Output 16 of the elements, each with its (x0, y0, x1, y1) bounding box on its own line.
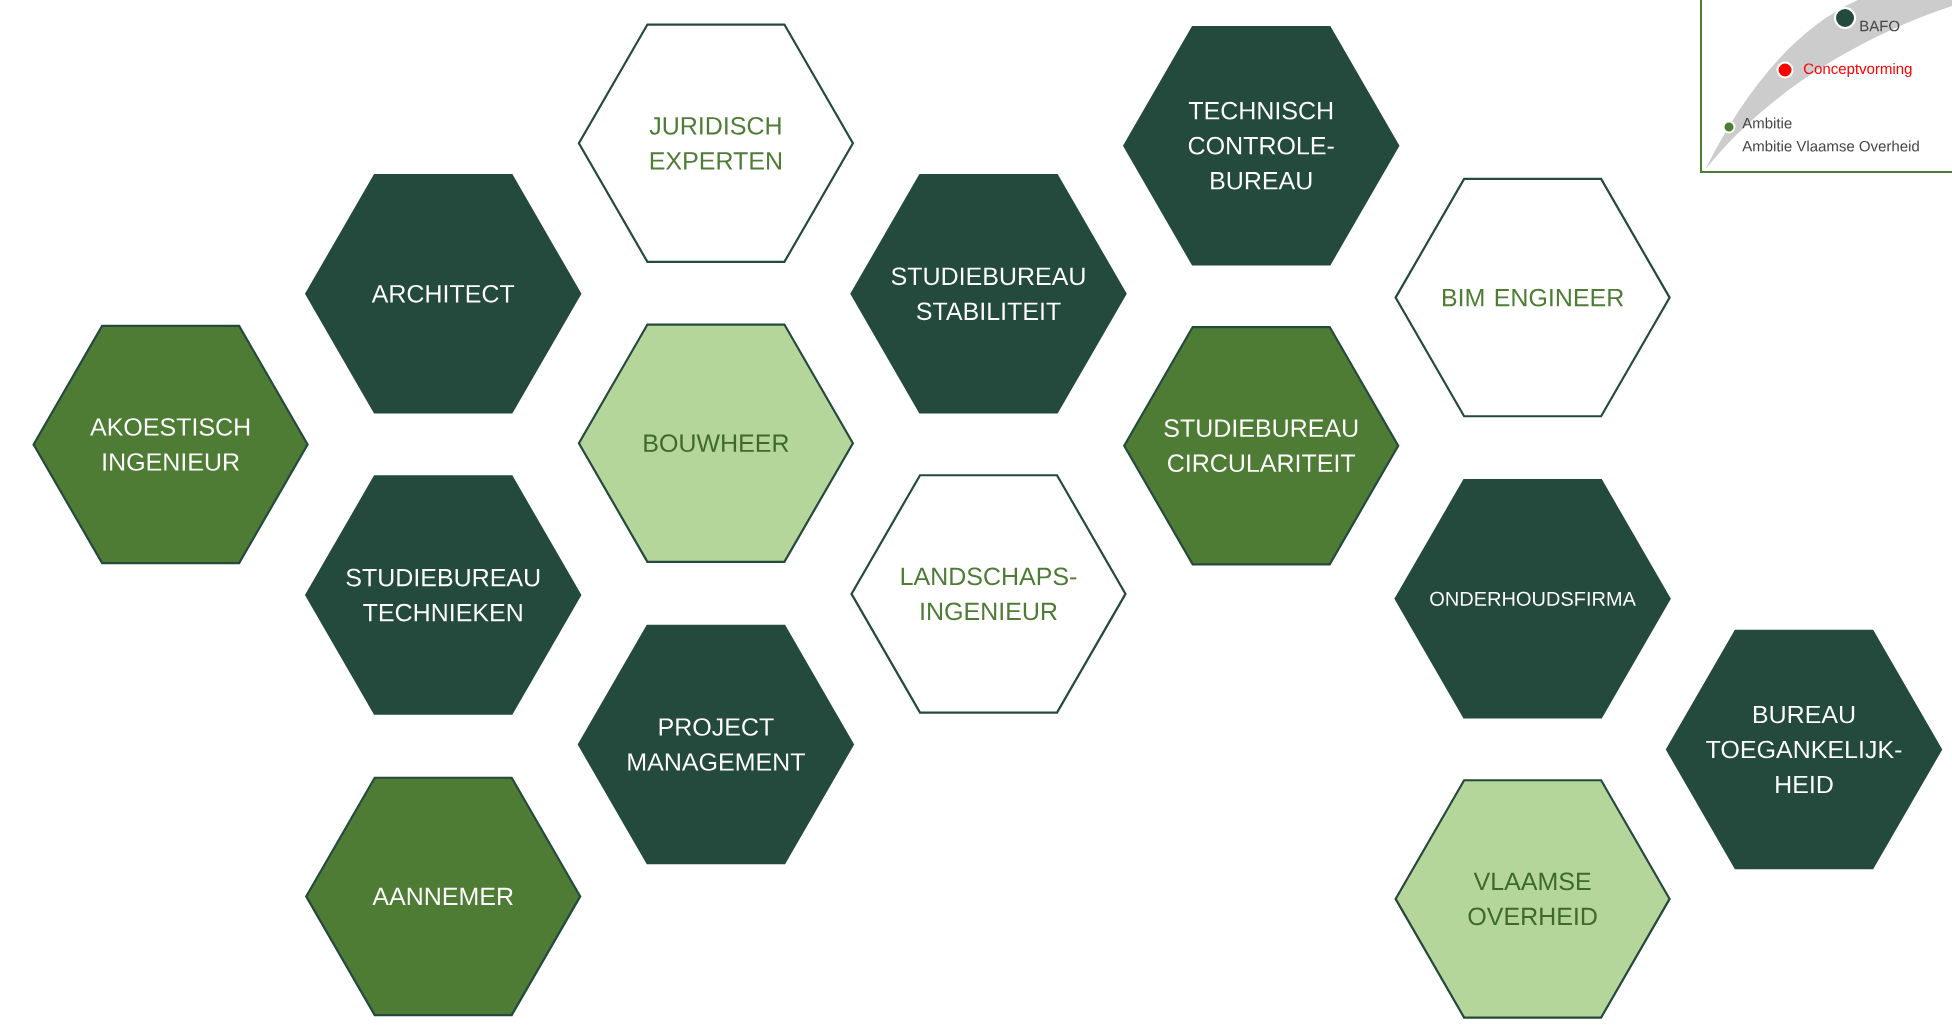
hexagon: TECHNISCH CONTROLE-BUREAU (1122, 25, 1400, 266)
hexagon: VLAAMSE OVERHEID (1394, 779, 1671, 1019)
hexagon: AKOESTISCH INGENIEUR (32, 324, 309, 565)
hexagon: BIM ENGINEER (1394, 177, 1671, 418)
hexagon: LANDSCHAPS-INGENIEUR (850, 474, 1127, 714)
legend-label: Ambitie (1742, 117, 1792, 129)
legend-label: Conceptvorming (1804, 63, 1912, 77)
hexagon: AANNEMER (304, 776, 582, 1017)
hexagon: STUDIEBUREAU TECHNIEKEN (304, 475, 582, 715)
note-text: Ambitie Vlaamse Overheid (1742, 140, 1919, 152)
hexagon: STUDIEBUREAU CIRCULARITEIT (1122, 325, 1400, 566)
hexagon: ARCHITECT (304, 174, 582, 414)
hexagon: ONDERHOUDSFIRMA (1394, 479, 1671, 719)
hexagon: BUREAU TOEGANKELIJK-HEID (1665, 629, 1943, 870)
legend-label: BAFO (1860, 20, 1900, 32)
hexagon: STUDIEBUREAU STABILITEIT (850, 174, 1127, 414)
